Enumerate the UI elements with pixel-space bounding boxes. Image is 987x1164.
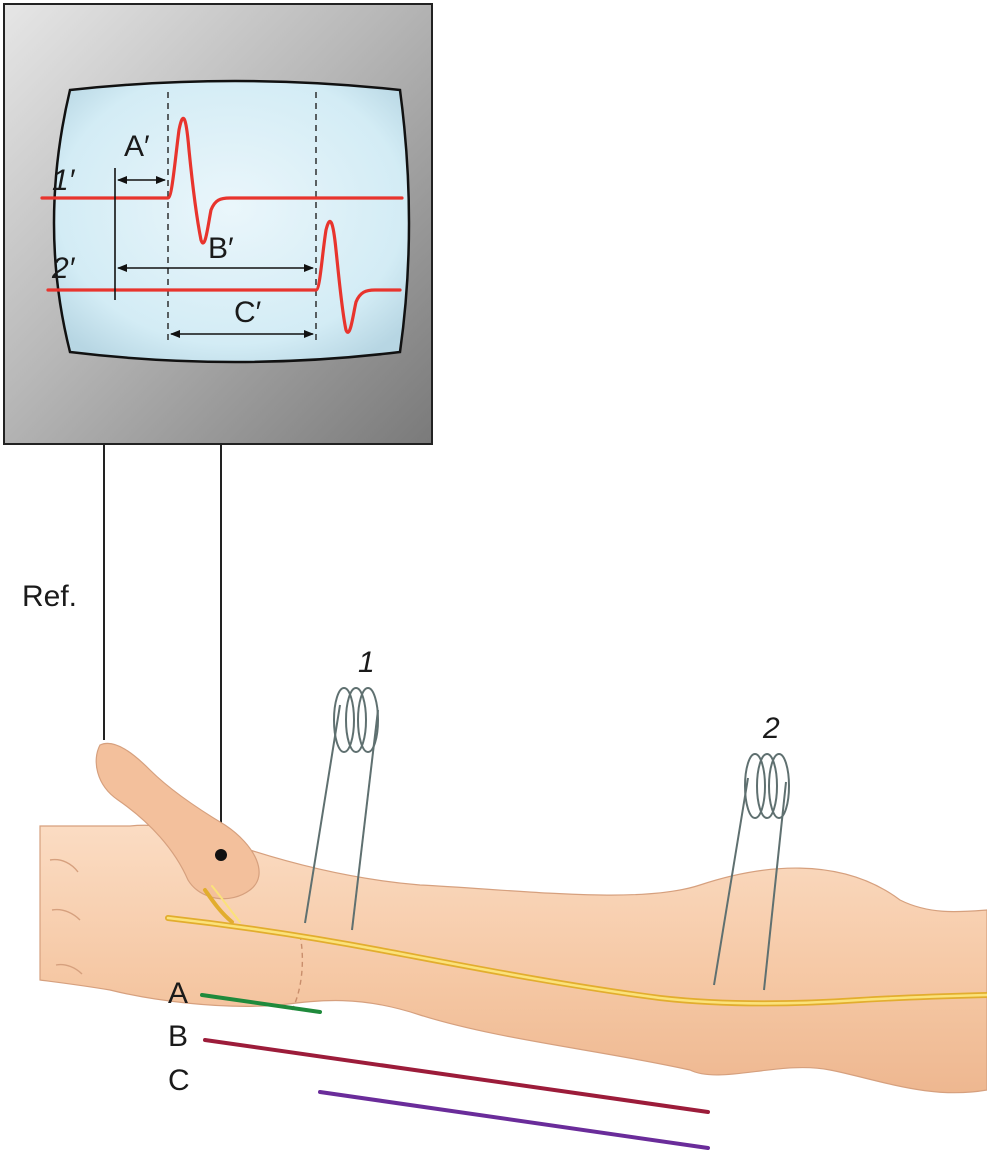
- trace-2: [46, 219, 402, 334]
- stimulator-1-coil-b: [345, 687, 367, 753]
- nerve-branch-2: [211, 885, 241, 923]
- nerve-branch: [203, 888, 234, 924]
- finger-crease-1: [49, 858, 79, 873]
- stimulator-2-label: 2: [762, 712, 780, 745]
- stimulator-2-coil-b: [756, 753, 778, 819]
- stimulator-1: [304, 687, 379, 931]
- distance-a-line: [200, 993, 322, 1014]
- finger-crease-2: [51, 908, 81, 921]
- stimulator-1-coil-a: [333, 687, 355, 753]
- stimulator-1-label: 1: [358, 646, 375, 679]
- distance-a-label: A: [168, 977, 188, 1010]
- distance-b-line: [203, 1038, 710, 1114]
- oscilloscope: 1′ 2′ A′ B′ C′: [3, 3, 433, 445]
- stimulator-1-coil-c: [357, 687, 379, 753]
- trace-2-label: 2′: [51, 252, 76, 285]
- stimulator-2: [713, 753, 790, 991]
- distance-b-label: B: [168, 1020, 188, 1053]
- reference-label: Ref.: [22, 580, 77, 613]
- interval-c-label: C′: [234, 296, 262, 329]
- interval-a-label: A′: [124, 130, 150, 163]
- trace-1: [40, 116, 404, 245]
- wrist-crease: [291, 934, 304, 1011]
- interval-b-label: B′: [208, 232, 234, 265]
- distance-c-label: C: [168, 1064, 190, 1097]
- finger-crease-3: [55, 963, 83, 975]
- recording-electrode-dot: [215, 849, 227, 861]
- oscilloscope-screen: [52, 79, 411, 364]
- trace-1-label: 1′: [52, 164, 76, 197]
- distance-c-line: [318, 1090, 710, 1150]
- median-nerve-highlight: [166, 916, 987, 1005]
- arm: [39, 742, 987, 1094]
- stimulator-2-coil-c: [768, 753, 790, 819]
- stimulator-2-coil-a: [744, 753, 766, 819]
